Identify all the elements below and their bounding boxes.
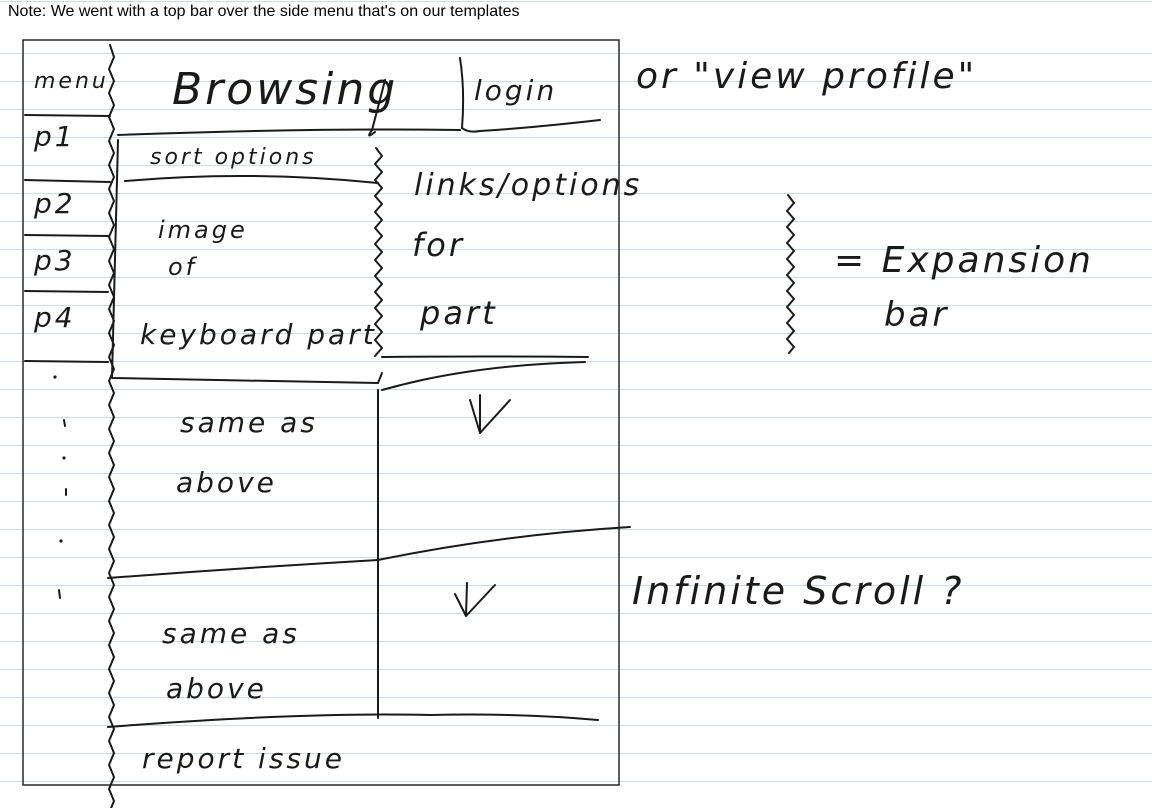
scroll-arrow-1 xyxy=(469,399,511,434)
browsing-title: Browsing xyxy=(172,64,398,115)
item2-line2: above xyxy=(176,466,277,499)
view-profile-annotation: or "view profile" xyxy=(636,56,977,97)
links-divider xyxy=(381,355,589,358)
menu-item-p1[interactable]: p1 xyxy=(33,120,76,153)
links-divider-curve xyxy=(381,361,586,391)
login-box-outline xyxy=(459,57,601,133)
links-options-line2: for xyxy=(412,226,465,264)
item3-line2: above xyxy=(166,672,267,705)
scroll-arrow-2 xyxy=(454,584,496,617)
item3-line1: same as xyxy=(162,617,300,650)
menu-item-p2[interactable]: p2 xyxy=(33,187,76,220)
browsing-tail xyxy=(368,79,386,137)
header-bottom-line xyxy=(117,128,461,136)
links-options-line1[interactable]: links/options xyxy=(414,168,642,203)
outer-frame xyxy=(22,39,620,786)
image-box-outline xyxy=(111,139,383,384)
menu-item-p4[interactable]: p4 xyxy=(33,301,76,334)
menu-divider xyxy=(24,360,109,363)
item-image-line2: of xyxy=(168,253,198,281)
image-expansion-bar xyxy=(374,147,383,357)
legend-expansion-bar xyxy=(786,194,795,354)
infinite-scroll-annotation: Infinite Scroll ? xyxy=(632,569,964,613)
design-note: Note: We went with a top bar over the si… xyxy=(8,3,520,21)
item2-bottom-line xyxy=(107,526,631,579)
menu-divider xyxy=(24,179,111,183)
item-image-line3: keyboard part xyxy=(140,318,377,351)
item2-line1: same as xyxy=(180,406,318,439)
menu-divider xyxy=(24,234,109,237)
menu-divider xyxy=(24,114,111,117)
item3-bottom-line xyxy=(107,713,599,728)
menu-divider xyxy=(24,290,109,293)
legend-line1: = Expansion xyxy=(834,240,1094,281)
report-issue-link[interactable]: report issue xyxy=(142,742,345,775)
scroll-arrow-2-stem xyxy=(465,582,468,617)
sort-options[interactable]: sort options xyxy=(150,145,317,170)
login-link[interactable]: login xyxy=(474,74,557,107)
item-image-line1: image xyxy=(158,216,248,244)
menu-continuation-marks xyxy=(53,375,67,599)
menu-item-p3[interactable]: p3 xyxy=(33,244,76,277)
menu-label: menu xyxy=(34,69,109,94)
links-options-line3: part xyxy=(419,294,498,332)
legend-line2: bar xyxy=(884,295,949,335)
left-expansion-bar xyxy=(108,44,115,808)
sort-options-divider xyxy=(124,174,379,184)
